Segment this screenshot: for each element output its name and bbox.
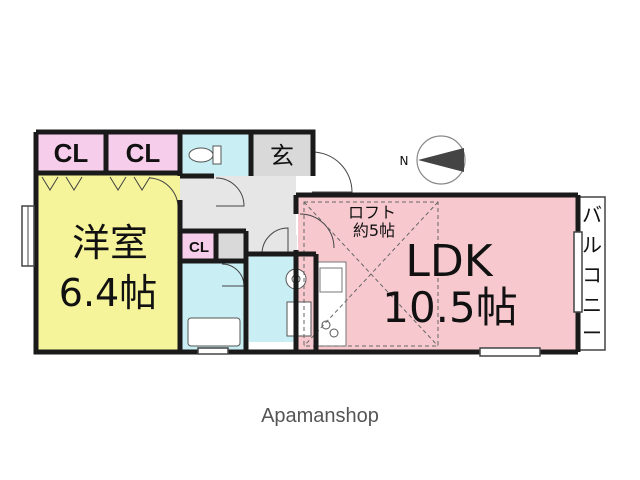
wash-door-swing xyxy=(261,227,289,255)
western-door-swing xyxy=(149,177,179,207)
compass: N xyxy=(400,135,466,185)
closet-2-fill xyxy=(108,134,178,172)
western-room-size: 6.4帖 xyxy=(59,271,157,315)
walls xyxy=(33,129,581,355)
closet-1-fill xyxy=(38,134,104,172)
entrance-label: 玄 xyxy=(270,142,294,170)
kitchen-sink xyxy=(319,267,343,293)
hall-lower xyxy=(245,235,297,255)
window-bath xyxy=(197,347,229,355)
stove-burner-icon xyxy=(321,320,331,330)
hall-area xyxy=(180,175,296,235)
western-room-name: 洋室 xyxy=(72,221,148,265)
stove-burner-icon-2 xyxy=(329,328,339,338)
toilet-door-swing xyxy=(215,177,245,207)
balcony-char-3: コ xyxy=(582,263,602,287)
entrance-door-swing xyxy=(311,151,353,193)
closet-small-label: CL xyxy=(189,239,209,256)
loft-outline xyxy=(303,201,439,347)
ldk-size: 10.5帖 xyxy=(382,283,518,332)
window-bottom xyxy=(479,347,541,357)
balcony-fill xyxy=(578,196,606,351)
closet-2-label: CL xyxy=(126,138,161,168)
toilet-icon xyxy=(188,147,214,163)
loft-size: 約5帖 xyxy=(353,221,395,240)
balcony-char-2: ル xyxy=(582,233,602,257)
toilet-tank-icon xyxy=(212,145,222,165)
washer-icon xyxy=(286,301,312,337)
watermark-logo: Apamanshop xyxy=(261,405,379,427)
balcony-char-5: ー xyxy=(582,321,602,345)
closet-1-label: CL xyxy=(54,138,89,168)
compass-n-label: N xyxy=(400,154,409,168)
balcony-char-4: ニ xyxy=(582,293,602,317)
compass-arrow-icon xyxy=(418,148,464,172)
entrance-fill xyxy=(253,134,311,176)
western-room-fill xyxy=(38,175,180,350)
balcony-char-1: バ xyxy=(582,203,602,227)
balcony-label: バ ル コ ニ ー xyxy=(582,203,602,345)
loft-name: ロフト xyxy=(348,203,396,222)
bathtub-icon xyxy=(187,317,241,347)
ldk-name: LDK xyxy=(405,236,493,287)
loft-diagonal-2 xyxy=(303,201,439,347)
window-balcony xyxy=(573,231,583,313)
storage-fill xyxy=(217,232,244,260)
closet-door-marks xyxy=(41,176,151,191)
closet-small-fill xyxy=(182,232,216,260)
